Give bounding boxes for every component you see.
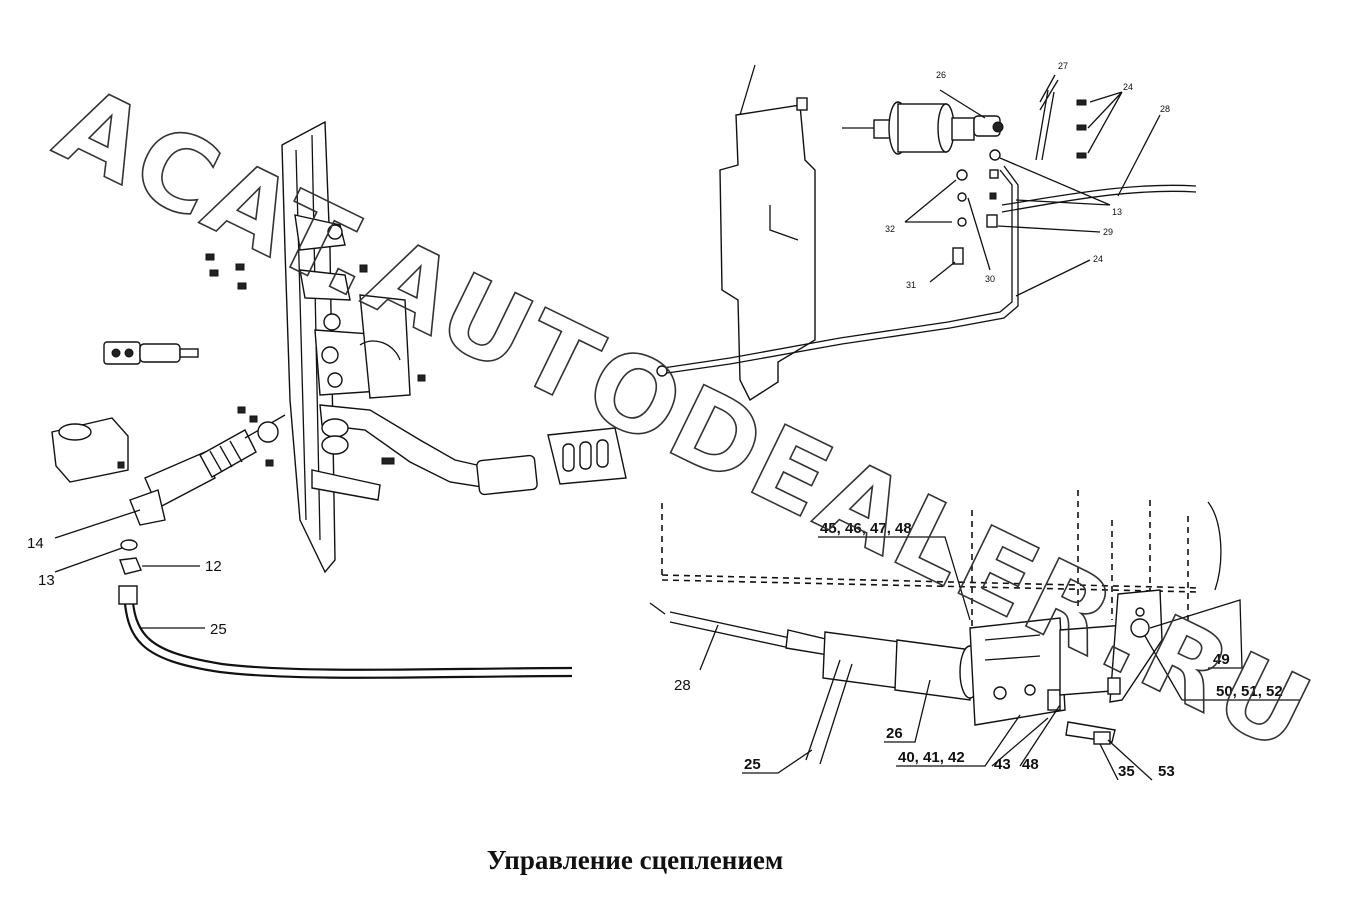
master-cylinder-icon xyxy=(129,414,286,526)
booster-installation xyxy=(649,490,1300,781)
clutch-booster-assembly xyxy=(656,64,1197,402)
callout-43: 43 xyxy=(994,756,1011,773)
pedal-assembly xyxy=(51,120,627,679)
callout-31: 31 xyxy=(906,280,916,290)
callout-26-bottom: 26 xyxy=(886,725,903,742)
callout-12: 12 xyxy=(205,558,222,575)
callout-53: 53 xyxy=(1158,763,1175,780)
pedal-pad-icon xyxy=(547,427,627,485)
callout-26-top: 26 xyxy=(936,70,946,80)
callout-29: 29 xyxy=(1103,227,1113,237)
diagram-caption: Управление сцеплением xyxy=(486,845,784,875)
callout-40-41-42: 40, 41, 42 xyxy=(898,749,965,766)
clutch-booster-icon xyxy=(842,101,1004,155)
callout-28-bottom: 28 xyxy=(674,677,691,694)
hydraulic-hose xyxy=(122,589,573,679)
callout-30: 30 xyxy=(985,274,995,284)
callout-13: 13 xyxy=(38,572,55,589)
clutch-switch-icon xyxy=(103,341,199,365)
fluid-reservoir-icon xyxy=(51,417,129,483)
callout-14: 14 xyxy=(27,535,44,552)
callout-32: 32 xyxy=(885,224,895,234)
watermark-text: ACAT.AUTODEALER.RU xyxy=(39,63,1331,777)
callout-25-left: 25 xyxy=(210,621,227,638)
callout-50-51-52: 50, 51, 52 xyxy=(1216,683,1283,700)
seal-ring-icon xyxy=(120,539,138,551)
callout-25-bottom: 25 xyxy=(744,756,761,773)
fitting-icon xyxy=(952,79,1087,265)
callout-13-top: 13 xyxy=(1112,207,1122,217)
bolt-icon xyxy=(205,253,426,467)
callout-24-top: 24 xyxy=(1123,82,1133,92)
callout-24-mid: 24 xyxy=(1093,254,1103,264)
callout-48: 48 xyxy=(1022,756,1039,773)
callout-28-top: 28 xyxy=(1160,104,1170,114)
callout-labels: 14 13 12 25 26 27 24 28 13 32 29 30 31 2… xyxy=(27,61,1283,780)
callout-35: 35 xyxy=(1118,763,1135,780)
callout-27: 27 xyxy=(1058,61,1068,71)
callout-49: 49 xyxy=(1213,651,1230,668)
callout-45-46-47-48: 45, 46, 47, 48 xyxy=(820,520,912,537)
nut-icon xyxy=(119,557,142,575)
